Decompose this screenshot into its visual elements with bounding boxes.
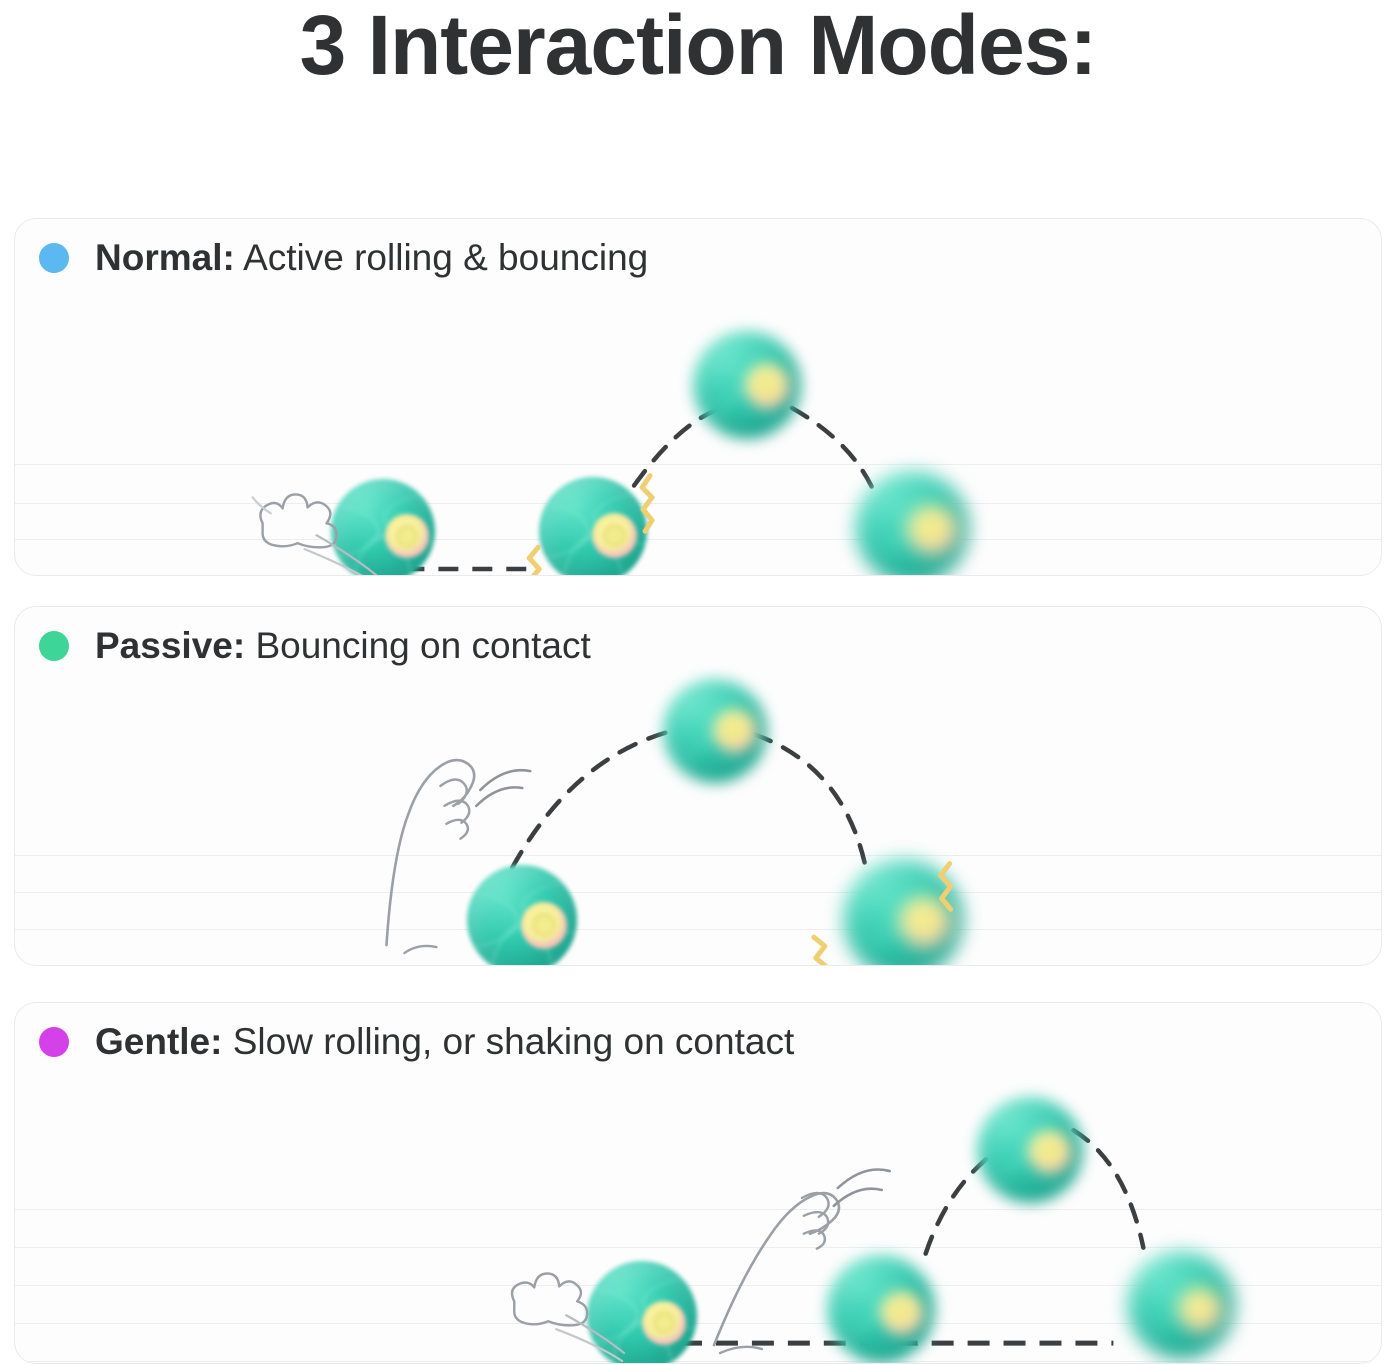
ball-arc-apex bbox=[693, 331, 801, 439]
gridline bbox=[15, 1247, 1381, 1248]
mode-card-gentle: Gentle: Slow rolling, or shaking on cont… bbox=[14, 1002, 1382, 1364]
ball-eye bbox=[879, 1290, 925, 1335]
gridline bbox=[15, 1323, 1381, 1324]
mode-label-normal: Normal: bbox=[95, 237, 235, 278]
mode-description-normal: Active rolling & bouncing bbox=[243, 237, 649, 278]
status-dot-passive bbox=[39, 630, 69, 661]
ball-bounce-start bbox=[539, 477, 647, 575]
gridline bbox=[15, 464, 1381, 465]
gridline bbox=[15, 892, 1381, 893]
ball-landing bbox=[1127, 1251, 1235, 1359]
gridline bbox=[15, 1285, 1381, 1286]
mode-header-passive: Passive: Bouncing on contact bbox=[15, 607, 1381, 664]
mode-description-gentle: Slow rolling, or shaking on contact bbox=[232, 1021, 795, 1062]
ball-eye bbox=[899, 896, 951, 948]
ball-landing bbox=[843, 859, 963, 965]
ball-eye bbox=[907, 505, 958, 556]
ball-eye bbox=[744, 363, 791, 409]
ball-arc-apex bbox=[977, 1097, 1083, 1203]
ball-eye bbox=[712, 709, 757, 753]
mode-header-gentle: Gentle: Slow rolling, or shaking on cont… bbox=[15, 1003, 1381, 1060]
mode-label-passive: Passive: bbox=[95, 625, 246, 666]
ball-at-rest bbox=[467, 865, 577, 965]
gridline bbox=[15, 1361, 1381, 1362]
status-dot-gentle bbox=[39, 1026, 69, 1057]
gridline bbox=[15, 1209, 1381, 1210]
page-title: 3 Interaction Modes: bbox=[299, 0, 1098, 92]
ball-eye bbox=[1177, 1286, 1224, 1332]
gridline bbox=[15, 503, 1381, 504]
ball-arc-apex bbox=[663, 679, 767, 783]
ball-slow-rolling bbox=[587, 1261, 697, 1363]
gridline bbox=[15, 929, 1381, 930]
ball-eye bbox=[591, 512, 638, 558]
mode-label-gentle: Gentle: bbox=[95, 1021, 223, 1062]
ball-landing bbox=[855, 471, 969, 575]
ball-rolling bbox=[331, 479, 435, 575]
mode-title-passive: Passive: Bouncing on contact bbox=[95, 627, 591, 664]
mode-description-passive: Bouncing on contact bbox=[255, 625, 591, 666]
mode-card-passive: Passive: Bouncing on contact bbox=[14, 606, 1382, 966]
gridline bbox=[15, 539, 1381, 540]
mode-card-normal: Normal: Active rolling & bouncing bbox=[14, 218, 1382, 576]
mode-title-gentle: Gentle: Slow rolling, or shaking on cont… bbox=[95, 1023, 794, 1060]
ball-eye bbox=[520, 902, 568, 949]
ball-contact bbox=[827, 1255, 935, 1363]
ball-eye bbox=[642, 1300, 686, 1345]
status-dot-normal bbox=[39, 242, 69, 273]
mode-header-normal: Normal: Active rolling & bouncing bbox=[15, 219, 1381, 276]
ball-eye bbox=[385, 514, 429, 559]
mode-title-normal: Normal: Active rolling & bouncing bbox=[95, 239, 648, 276]
gridline bbox=[15, 855, 1381, 856]
